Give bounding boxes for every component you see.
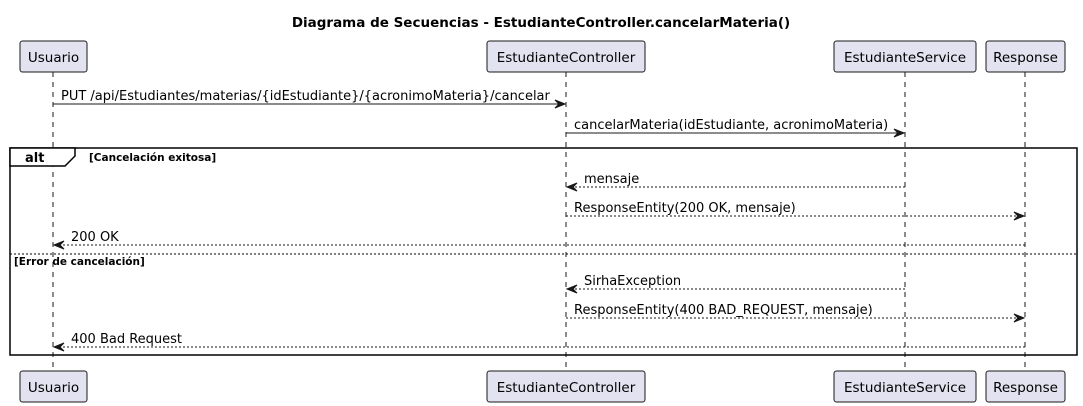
alt-guard-error: [Error de cancelación] [14, 256, 145, 268]
alt-keyword: alt [25, 151, 44, 166]
message-arrowhead [893, 128, 906, 138]
participant-estudiante-service-bottom: EstudianteService [833, 370, 977, 403]
participant-box [19, 40, 88, 73]
message-arrowhead [52, 240, 65, 250]
message-label: cancelarMateria(idEstudiante, acronimoMa… [574, 118, 888, 133]
alt-guard-success: [Cancelación exitosa] [89, 152, 216, 164]
alt-fragment-frame [9, 147, 1078, 356]
message-4: ResponseEntity(200 OK, mensaje) [566, 201, 1026, 221]
message-label: ResponseEntity(200 OK, mensaje) [574, 201, 796, 216]
message-label: 400 Bad Request [71, 332, 182, 347]
message-arrowhead [1013, 313, 1026, 323]
alt-fragment: alt [Cancelación exitosa] [Error de canc… [9, 147, 1078, 356]
participant-box [833, 40, 977, 73]
message-5: 200 OK [52, 230, 1025, 250]
messages: PUT /api/Estudiantes/materias/{idEstudia… [52, 89, 1026, 352]
participant-box [19, 370, 88, 403]
participant-estudiante-controller-bottom: EstudianteController [486, 370, 646, 403]
participant-box [486, 40, 646, 73]
message-8: 400 Bad Request [52, 332, 1025, 352]
message-arrowhead [52, 342, 65, 352]
participants: UsuarioUsuarioEstudianteControllerEstudi… [19, 40, 1066, 403]
participant-box [833, 370, 977, 403]
message-arrowhead [565, 284, 578, 294]
participant-label: EstudianteController [497, 380, 636, 396]
message-3: mensaje [565, 172, 905, 192]
participant-label: Usuario [28, 380, 79, 396]
participant-label: Usuario [28, 50, 79, 66]
participant-label: Response [993, 380, 1058, 396]
message-label: PUT /api/Estudiantes/materias/{idEstudia… [61, 89, 551, 104]
participant-box [985, 370, 1066, 403]
message-label: ResponseEntity(400 BAD_REQUEST, mensaje) [574, 303, 873, 318]
participant-usuario-bottom: Usuario [19, 370, 88, 403]
message-6: SirhaException [565, 274, 905, 294]
message-arrowhead [1013, 211, 1026, 221]
participant-response-top: Response [985, 40, 1066, 73]
participant-box [985, 40, 1066, 73]
message-7: ResponseEntity(400 BAD_REQUEST, mensaje) [566, 303, 1026, 323]
participant-estudiante-controller-top: EstudianteController [486, 40, 646, 73]
message-2: cancelarMateria(idEstudiante, acronimoMa… [566, 118, 906, 138]
message-arrowhead [554, 99, 567, 109]
diagram-title: Diagrama de Secuencias - EstudianteContr… [292, 15, 790, 31]
message-label: SirhaException [584, 274, 681, 289]
participant-label: Response [993, 50, 1058, 66]
participant-box [486, 370, 646, 403]
message-label: 200 OK [71, 230, 119, 245]
participant-label: EstudianteService [844, 50, 966, 66]
participant-label: EstudianteService [844, 380, 966, 396]
participant-response-bottom: Response [985, 370, 1066, 403]
participant-estudiante-service-top: EstudianteService [833, 40, 977, 73]
participant-usuario-top: Usuario [19, 40, 88, 73]
participant-label: EstudianteController [497, 50, 636, 66]
alt-fragment-tab [9, 147, 76, 167]
message-label: mensaje [584, 172, 639, 187]
lifelines [52, 72, 1026, 371]
message-arrowhead [565, 182, 578, 192]
message-1: PUT /api/Estudiantes/materias/{idEstudia… [53, 89, 567, 109]
